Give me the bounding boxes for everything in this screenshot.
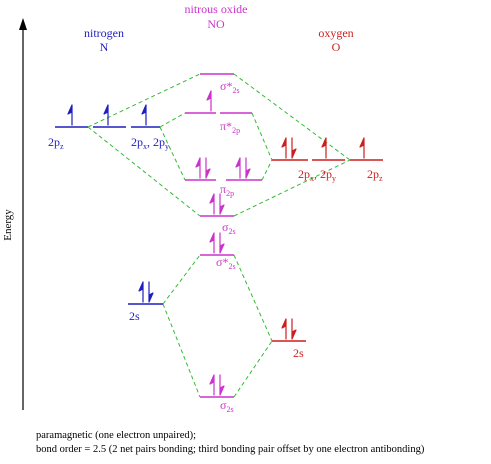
energy-axis-label: Energy xyxy=(2,209,14,241)
corr-sigma-mid-o2pz xyxy=(233,159,351,217)
n-2pz-label: 2pz xyxy=(48,135,64,151)
mo-sigstar-low-electron-up xyxy=(209,232,215,254)
nitrogen-levels xyxy=(55,126,163,305)
o-2s-electron-down xyxy=(291,318,297,340)
mo-sigstar-low-electron-down xyxy=(219,232,225,254)
mo-pistar-label: π*2p xyxy=(220,119,240,135)
mo-pi-a-electron-down xyxy=(205,157,211,179)
mo-sigstar-low-label: σ*2s xyxy=(216,255,236,271)
n-2s-electron-down xyxy=(148,281,154,303)
electrons xyxy=(67,90,365,396)
energy-axis-arrowhead xyxy=(19,18,27,30)
mo-pistar-electron xyxy=(206,90,212,112)
molecule-header: nitrous oxide NO xyxy=(185,2,248,31)
mo-sigma-mid-electron-up xyxy=(209,193,215,215)
n-2px-electron xyxy=(103,104,109,126)
mo-sigma-low-electron-up xyxy=(209,374,215,396)
corr-n2p-pistar xyxy=(159,112,186,128)
corr-pistar-o2p xyxy=(251,112,273,161)
molecule-symbol: NO xyxy=(207,17,225,31)
corr-n2pz-sigstar-top xyxy=(87,73,201,128)
o-2pz-label: 2pz xyxy=(367,167,383,183)
mo-pi-a-electron-up xyxy=(195,157,201,179)
nitrogen-symbol: N xyxy=(100,40,109,54)
n-2s-electron-up xyxy=(138,281,144,303)
corr-pi-o2p xyxy=(261,159,273,181)
oxygen-name: oxygen xyxy=(318,26,353,40)
n-2s-label: 2s xyxy=(129,309,140,323)
mo-pi-b-electron-up xyxy=(235,157,241,179)
correlation-lines xyxy=(87,73,351,398)
corr-n2s-sigma-low xyxy=(162,303,201,398)
o-2px-electron-down xyxy=(291,137,297,159)
mo-pi-label: π2p xyxy=(220,182,234,198)
oxygen-symbol: O xyxy=(332,40,341,54)
mo-sigma-mid-label: σ2s xyxy=(222,220,236,236)
mo-pi-b-electron-down xyxy=(245,157,251,179)
n-2py-electron xyxy=(141,104,147,126)
n-2pz-electron xyxy=(67,104,73,126)
o-2px-electron-up xyxy=(281,137,287,159)
mo-sigstar-top-label: σ*2s xyxy=(220,79,240,95)
mo-sigma-low-label: σ2s xyxy=(220,398,234,414)
magnetism-note: paramagnetic (one electron unpaired); xyxy=(36,430,197,441)
o-2s-label: 2s xyxy=(293,346,304,360)
bond-order-note: bond order = 2.5 (2 net pairs bonding; t… xyxy=(36,444,425,455)
molecule-name: nitrous oxide xyxy=(185,2,248,16)
nitrogen-header: nitrogen N xyxy=(84,26,124,54)
corr-n2pz-sigma-mid xyxy=(87,126,201,217)
oxygen-header: oxygen O xyxy=(318,26,353,54)
mo-sigma-mid-electron-down xyxy=(219,193,225,215)
corr-sigstar-top-o2pz xyxy=(233,73,351,161)
n-2pxy-label: 2px, 2py xyxy=(131,135,169,151)
corr-n2p-pi xyxy=(159,126,186,181)
corr-sigstar-low-o2s xyxy=(233,254,273,342)
nitrogen-name: nitrogen xyxy=(84,26,124,40)
oxygen-levels xyxy=(272,159,383,342)
mo-sigma-low-electron-down xyxy=(219,374,225,396)
corr-n2s-sigstar-low xyxy=(162,254,201,305)
o-2py-electron xyxy=(321,137,327,159)
molecule-levels xyxy=(185,73,262,398)
o-2pz-electron xyxy=(359,137,365,159)
o-2s-electron-up xyxy=(281,318,287,340)
o-2pxy-label: 2px, 2py xyxy=(298,167,336,183)
corr-sigma-low-o2s xyxy=(233,340,273,398)
